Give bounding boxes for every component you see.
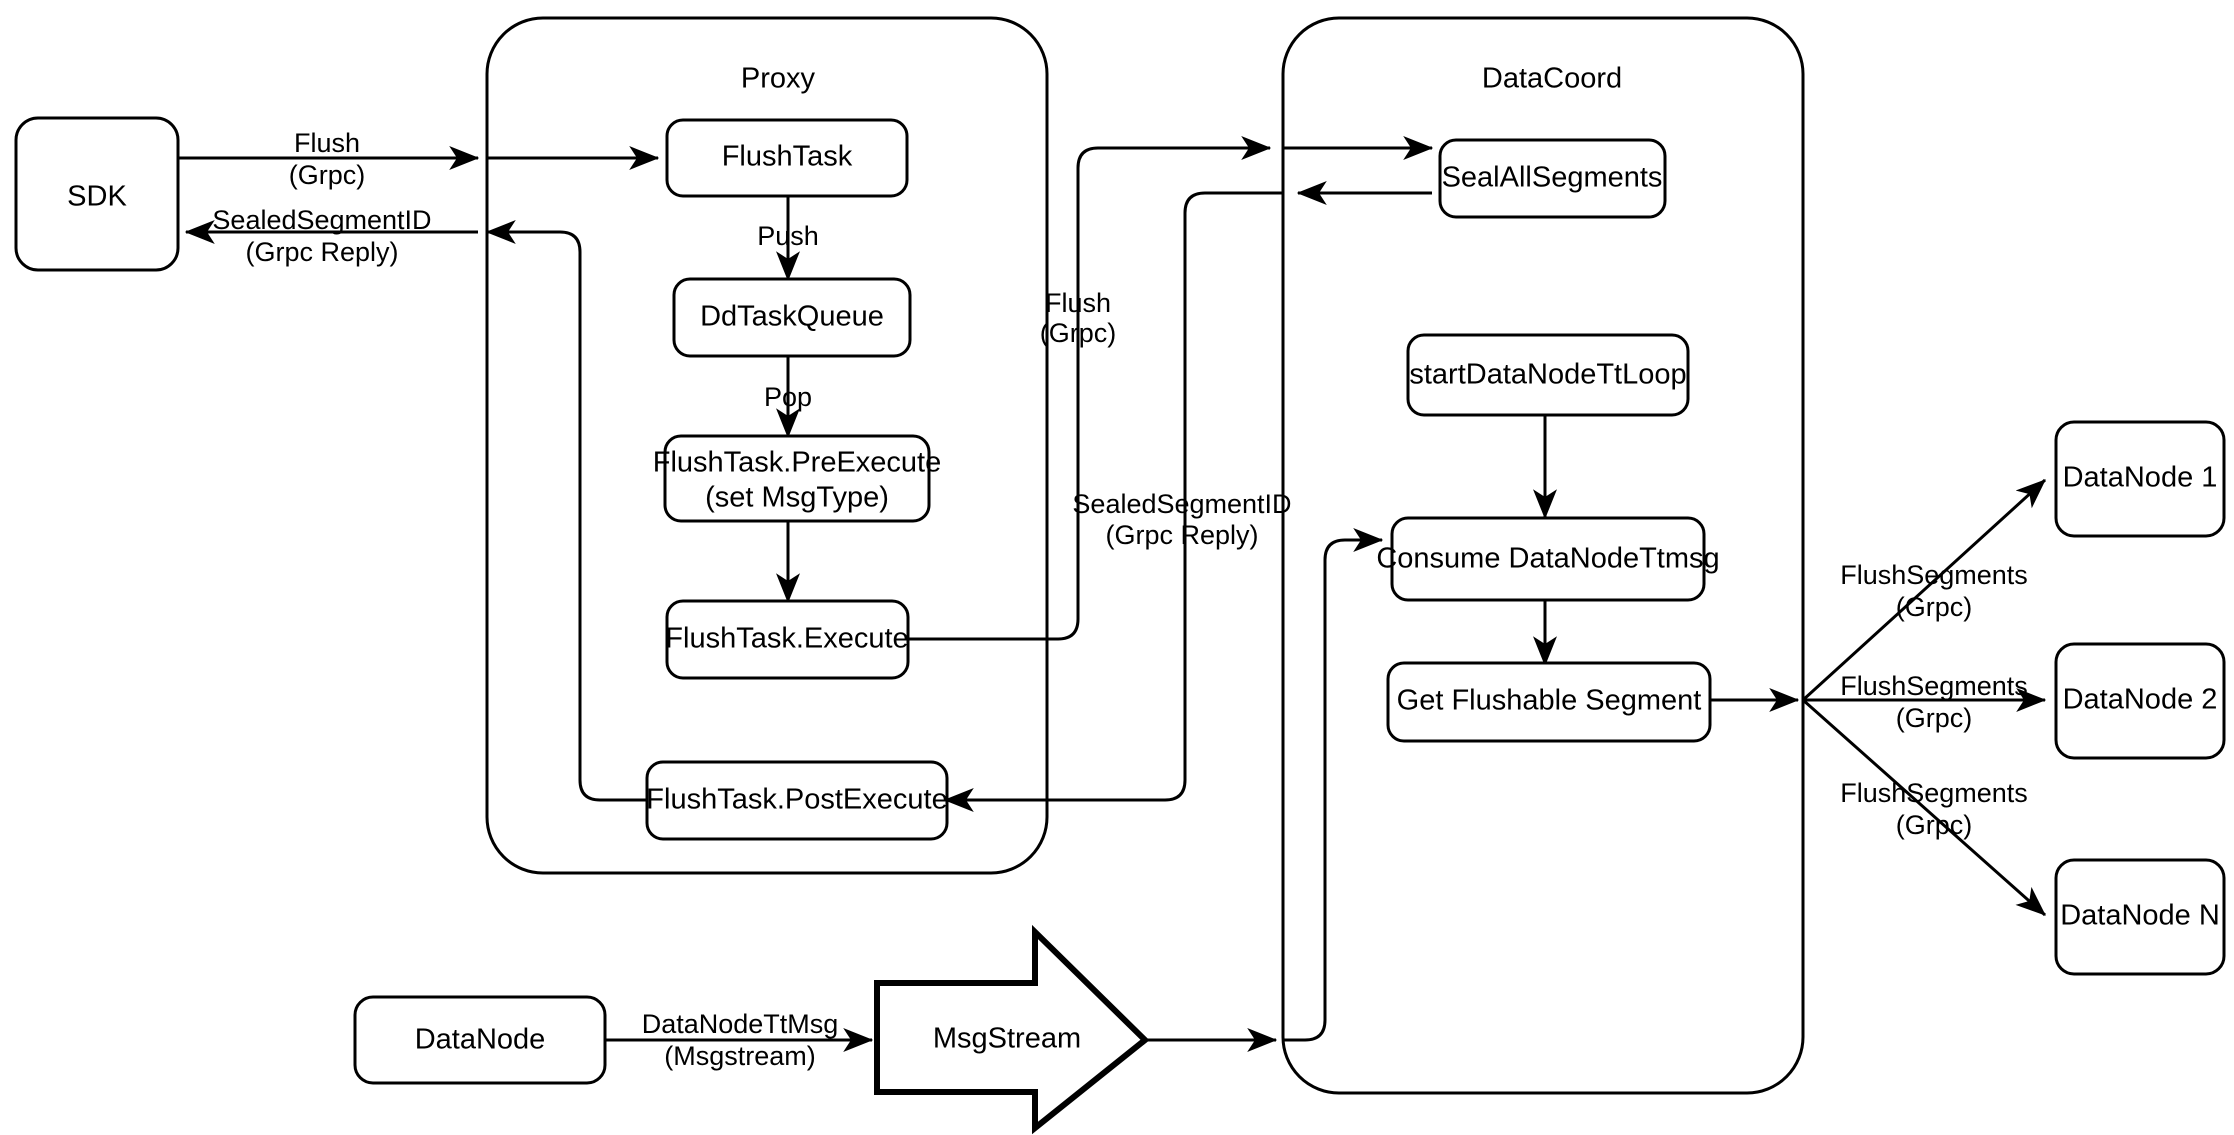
flushtask-label: FlushTask bbox=[722, 141, 853, 173]
sdk-label: SDK bbox=[67, 181, 127, 213]
node-flushtask-execute[interactable]: FlushTask.Execute bbox=[665, 599, 910, 680]
preexecute-box[interactable] bbox=[663, 434, 931, 523]
edge-label-flushsegments2-line2: (Grpc) bbox=[1896, 703, 1973, 733]
node-flushtask-postexecute[interactable]: FlushTask.PostExecute bbox=[645, 760, 949, 841]
edge-label-flushsegments3-line1: FlushSegments bbox=[1840, 778, 2028, 808]
edge-execute-to-datacoord-flush bbox=[908, 136, 1272, 641]
consumedatanodettmsg-label: Consume DataNodeTtmsg bbox=[1376, 543, 1719, 575]
postexecute-box[interactable] bbox=[645, 760, 949, 841]
edge-label-push: Push bbox=[757, 221, 819, 251]
sealallsegments-box[interactable] bbox=[1438, 138, 1667, 219]
node-sdk[interactable]: SDK bbox=[14, 116, 180, 272]
datanoden-label: DataNode N bbox=[2060, 900, 2220, 932]
container-proxy: Proxy bbox=[485, 16, 1049, 875]
node-datanode-2[interactable]: DataNode 2 bbox=[2054, 642, 2226, 760]
edge-label-ttmsg-line2: (Msgstream) bbox=[664, 1041, 816, 1071]
execute-label: FlushTask.Execute bbox=[665, 623, 908, 655]
edge-label-sdk-reply-line1: SealedSegmentID bbox=[212, 205, 431, 235]
node-msgstream[interactable]: MsgStream bbox=[874, 924, 1150, 1135]
datacoord-container-label: DataCoord bbox=[1482, 63, 1622, 95]
edge-label-pop: Pop bbox=[764, 382, 812, 412]
flushtask-box[interactable] bbox=[665, 118, 909, 198]
node-start-datanode-tt-loop[interactable]: startDataNodeTtLoop bbox=[1406, 333, 1690, 417]
datanoden-box[interactable] bbox=[2054, 858, 2226, 976]
edge-datacoord-to-postexecute-sealedsegmentid bbox=[943, 191, 1283, 812]
edge-label-proxy-flush-line2: (Grpc) bbox=[1040, 318, 1117, 348]
node-ddtaskqueue[interactable]: DdTaskQueue bbox=[672, 277, 912, 358]
node-sealallsegments[interactable]: SealAllSegments bbox=[1438, 138, 1667, 219]
node-consume-datanode-ttmsg[interactable]: Consume DataNodeTtmsg bbox=[1376, 516, 1720, 602]
edge-label-ttmsg-line1: DataNodeTtMsg bbox=[642, 1009, 839, 1039]
edge-datacoord-border-to-consume bbox=[1283, 528, 1384, 1042]
datacoord-container-outline bbox=[1281, 16, 1805, 1095]
datanode1-box[interactable] bbox=[2054, 420, 2226, 538]
consumedatanodettmsg-box[interactable] bbox=[1390, 516, 1706, 602]
datanode2-label: DataNode 2 bbox=[2063, 684, 2218, 716]
preexecute-label-line2: (set MsgType) bbox=[705, 482, 889, 514]
edge-label-flushsegments3-line2: (Grpc) bbox=[1896, 810, 1973, 840]
edge-label-proxy-reply-line2: (Grpc Reply) bbox=[1105, 520, 1258, 550]
startdatanodettloop-label: startDataNodeTtLoop bbox=[1409, 359, 1686, 391]
node-flushtask-preexecute[interactable]: FlushTask.PreExecute (set MsgType) bbox=[653, 434, 942, 523]
node-datanode-1[interactable]: DataNode 1 bbox=[2054, 420, 2226, 538]
ddtaskqueue-box[interactable] bbox=[672, 277, 912, 358]
datanode-source-box[interactable] bbox=[353, 995, 607, 1085]
edge-label-proxy-reply-line1: SealedSegmentID bbox=[1072, 489, 1291, 519]
edge-postexecute-to-proxy-border bbox=[485, 220, 648, 802]
proxy-container-outline bbox=[485, 16, 1049, 875]
ddtaskqueue-label: DdTaskQueue bbox=[700, 301, 884, 333]
edge-label-sdk-flush-line2: (Grpc) bbox=[289, 160, 366, 190]
node-datanode-source[interactable]: DataNode bbox=[353, 995, 607, 1085]
edge-label-sdk-flush-line1: Flush bbox=[294, 128, 360, 158]
edge-label-proxy-flush-line1: Flush bbox=[1045, 288, 1111, 318]
node-flushtask[interactable]: FlushTask bbox=[665, 118, 909, 198]
node-get-flushable-segment[interactable]: Get Flushable Segment bbox=[1386, 661, 1712, 743]
sdk-box[interactable] bbox=[14, 116, 180, 272]
preexecute-label-line1: FlushTask.PreExecute bbox=[653, 447, 942, 479]
edge-label-sdk-reply-line2: (Grpc Reply) bbox=[245, 237, 398, 267]
edge-fanout-to-datanode1 bbox=[1801, 478, 2047, 702]
edge-label-flushsegments2-line1: FlushSegments bbox=[1840, 671, 2028, 701]
startdatanodettloop-box[interactable] bbox=[1406, 333, 1690, 417]
msgstream-arrow-shape[interactable] bbox=[874, 924, 1150, 1135]
proxy-container-label: Proxy bbox=[741, 63, 816, 95]
datanode2-box[interactable] bbox=[2054, 642, 2226, 760]
container-datacoord: DataCoord bbox=[1281, 16, 1805, 1095]
msgstream-label: MsgStream bbox=[933, 1023, 1081, 1055]
sealallsegments-label: SealAllSegments bbox=[1442, 162, 1663, 194]
node-datanode-n[interactable]: DataNode N bbox=[2054, 858, 2226, 976]
getflushablesegment-box[interactable] bbox=[1386, 661, 1712, 743]
postexecute-label: FlushTask.PostExecute bbox=[646, 784, 947, 816]
edge-fanout-to-datanoden bbox=[1802, 698, 2046, 917]
datanode1-label: DataNode 1 bbox=[2063, 462, 2218, 494]
edge-label-flushsegments1-line2: (Grpc) bbox=[1896, 592, 1973, 622]
execute-box[interactable] bbox=[665, 599, 910, 680]
edge-label-flushsegments1-line1: FlushSegments bbox=[1840, 560, 2028, 590]
getflushablesegment-label: Get Flushable Segment bbox=[1397, 685, 1702, 717]
datanode-source-label: DataNode bbox=[415, 1024, 546, 1056]
